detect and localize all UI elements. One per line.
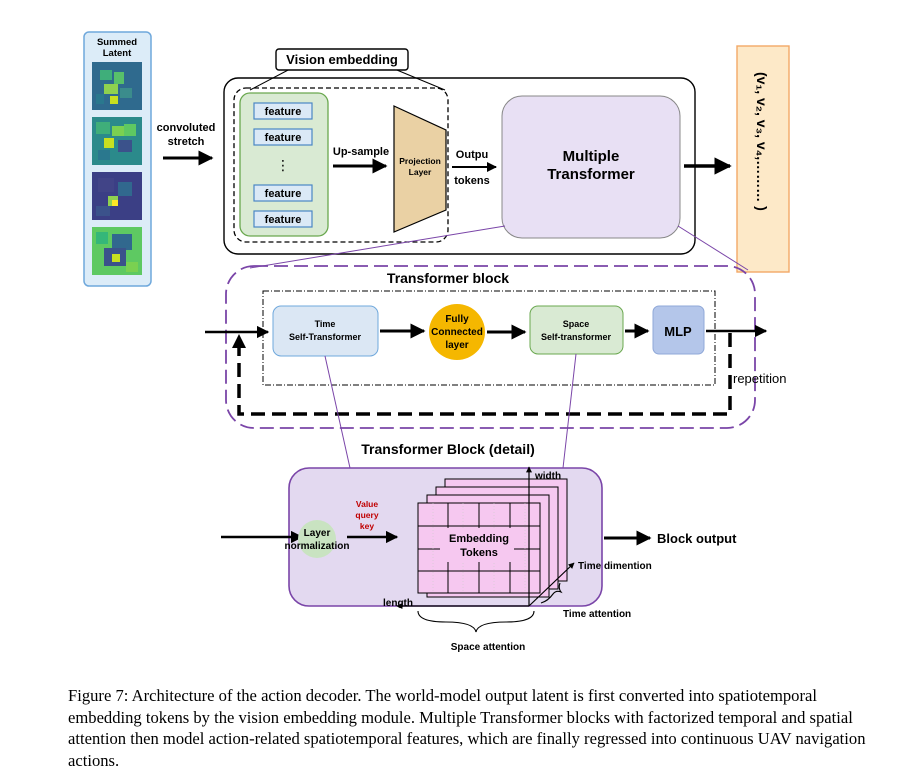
fc-line3: layer	[445, 340, 468, 351]
repetition-arrowhead	[232, 334, 246, 348]
space-transformer-line2: Self-transformer	[541, 332, 612, 342]
vision-embedding-dashed-box	[233, 87, 449, 243]
vision-embedding-title: Vision embedding	[286, 52, 398, 67]
feature-label-4: feature	[265, 214, 302, 226]
width-label: width	[534, 471, 561, 482]
vqk-line1: Value	[356, 499, 378, 509]
summed-latent-title-line1: Summed	[97, 37, 137, 48]
projection-layer	[393, 105, 447, 233]
time-transformer-line1: Time	[315, 319, 336, 329]
action-vector-label: (v₁, v₂, v₃, v₄,……… )	[754, 72, 770, 211]
vision-embedding-leader-right	[391, 67, 446, 91]
latent-image-4	[92, 227, 142, 275]
layer-norm-line1: Layer	[304, 528, 331, 539]
latent-image-3	[92, 172, 142, 220]
mlp-label: MLP	[664, 324, 692, 339]
space-attention-brace	[417, 610, 535, 633]
time-self-transformer-box	[272, 305, 379, 357]
fc-line1: Fully	[445, 314, 469, 325]
space-attention-label: Space attention	[451, 642, 525, 653]
action-vector-box	[736, 45, 790, 273]
repetition-label: repetition	[733, 371, 786, 386]
layer-normalization-circle	[298, 520, 336, 558]
leader-right-purple	[677, 225, 749, 271]
time-axis	[528, 562, 575, 607]
vision-embedding-leader-left	[249, 67, 293, 91]
space-transformer-line1: Space	[563, 319, 590, 329]
summed-latent-title-line2: Latent	[103, 48, 132, 59]
convoluted-label-line2: stretch	[168, 136, 205, 148]
projection-label-line2: Layer	[409, 167, 432, 177]
vqk-line2: query	[355, 510, 378, 520]
detail-title: Transformer Block (detail)	[361, 441, 535, 457]
output-tokens-line1: Outpu	[456, 149, 488, 161]
repetition-loop	[237, 333, 732, 416]
detail-leader-right	[562, 353, 577, 469]
vision-embedding-title-box	[275, 48, 409, 71]
fully-connected-layer	[429, 304, 485, 360]
feature-box-2	[253, 128, 313, 146]
detail-leader-left	[324, 355, 351, 469]
embedding-line2: Tokens	[460, 547, 498, 559]
space-self-transformer-box	[529, 305, 624, 355]
latent-image-2	[92, 117, 142, 165]
output-tokens-line2: tokens	[454, 175, 489, 187]
feature-box-3	[253, 184, 313, 202]
embedding-label-bg	[440, 528, 514, 562]
multiple-transformer-line1: Multiple	[563, 148, 620, 165]
architecture-diagram: Summed Latent convoluted str	[83, 31, 790, 653]
convoluted-label-line1: convoluted	[157, 122, 216, 134]
time-transformer-line2: Self-Transformer	[289, 332, 362, 342]
block-output-label: Block output	[657, 531, 737, 546]
vqk-line3: key	[360, 521, 374, 531]
transformer-block-title: Transformer block	[387, 270, 509, 286]
latent-image-1	[92, 62, 142, 110]
time-dimension-label: Time dimention	[578, 561, 652, 572]
feature-label-2: feature	[265, 132, 302, 144]
leader-left-purple	[249, 225, 506, 269]
time-attention-label: Time attention	[563, 609, 631, 620]
multiple-transformer-line2: Transformer	[547, 166, 635, 183]
multiple-transformer-box	[501, 95, 681, 239]
time-attention-brace	[540, 582, 563, 604]
layer-norm-line2: normalization	[284, 541, 349, 552]
projection-label-line1: Projection	[399, 156, 441, 166]
mlp-box	[652, 305, 705, 355]
feature-box-1	[253, 102, 313, 120]
feature-ellipsis: ⋮	[276, 158, 290, 174]
embedding-line1: Embedding	[449, 533, 509, 545]
length-label: length	[383, 598, 413, 609]
feature-box-4	[253, 210, 313, 228]
feature-label-1: feature	[265, 106, 302, 118]
feature-label-3: feature	[265, 188, 302, 200]
upsample-label: Up-sample	[333, 146, 389, 158]
figure-caption: Figure 7: Architecture of the action dec…	[68, 686, 866, 770]
transformer-block-outline	[225, 265, 756, 429]
fc-line2: Connected	[431, 327, 483, 338]
summed-latent-panel: Summed Latent	[83, 31, 152, 287]
